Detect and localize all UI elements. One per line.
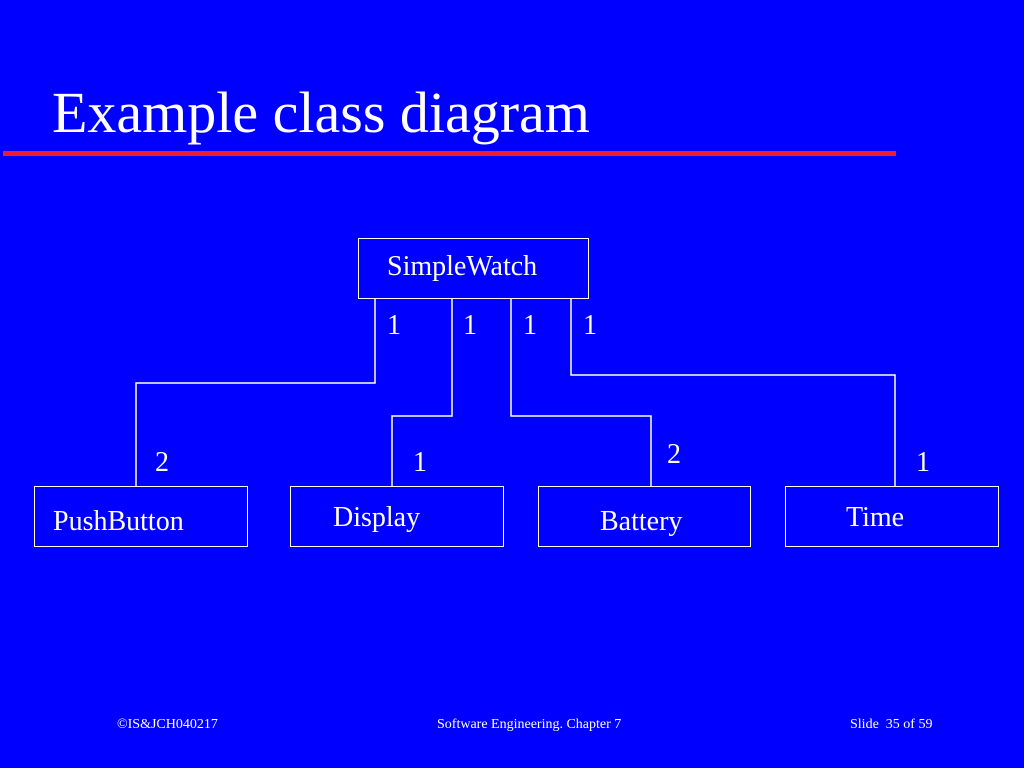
multiplicity-label: 1 <box>916 447 930 478</box>
multiplicity-label: 1 <box>523 310 537 341</box>
multiplicity-label: 1 <box>583 310 597 341</box>
class-name: SimpleWatch <box>387 251 538 282</box>
multiplicity-label: 2 <box>667 439 681 470</box>
class-name: Time <box>846 502 905 533</box>
title-underline <box>3 151 896 156</box>
class-battery[interactable]: Battery <box>538 486 751 547</box>
class-name: Display <box>333 502 421 533</box>
footer-copyright: ©IS&JCH040217 <box>117 717 218 732</box>
multiplicity-label: 1 <box>387 310 401 341</box>
class-time[interactable]: Time <box>785 486 999 547</box>
class-pushbutton[interactable]: PushButton <box>34 486 248 547</box>
association-pushbutton <box>135 298 376 486</box>
class-display[interactable]: Display <box>290 486 504 547</box>
class-name: Battery <box>600 506 683 537</box>
slide-title: Example class diagram <box>52 80 590 145</box>
multiplicity-label: 2 <box>155 447 169 478</box>
multiplicity-label: 1 <box>463 310 477 341</box>
class-simplewatch[interactable]: SimpleWatch <box>358 238 589 299</box>
association-battery <box>510 298 652 486</box>
footer-course: Software Engineering. Chapter 7 <box>437 717 622 732</box>
class-name: PushButton <box>53 506 184 537</box>
association-time <box>570 298 896 486</box>
association-display <box>391 298 453 486</box>
footer-slide-number: Slide 35 of 59 <box>850 717 933 732</box>
multiplicity-label: 1 <box>413 447 427 478</box>
